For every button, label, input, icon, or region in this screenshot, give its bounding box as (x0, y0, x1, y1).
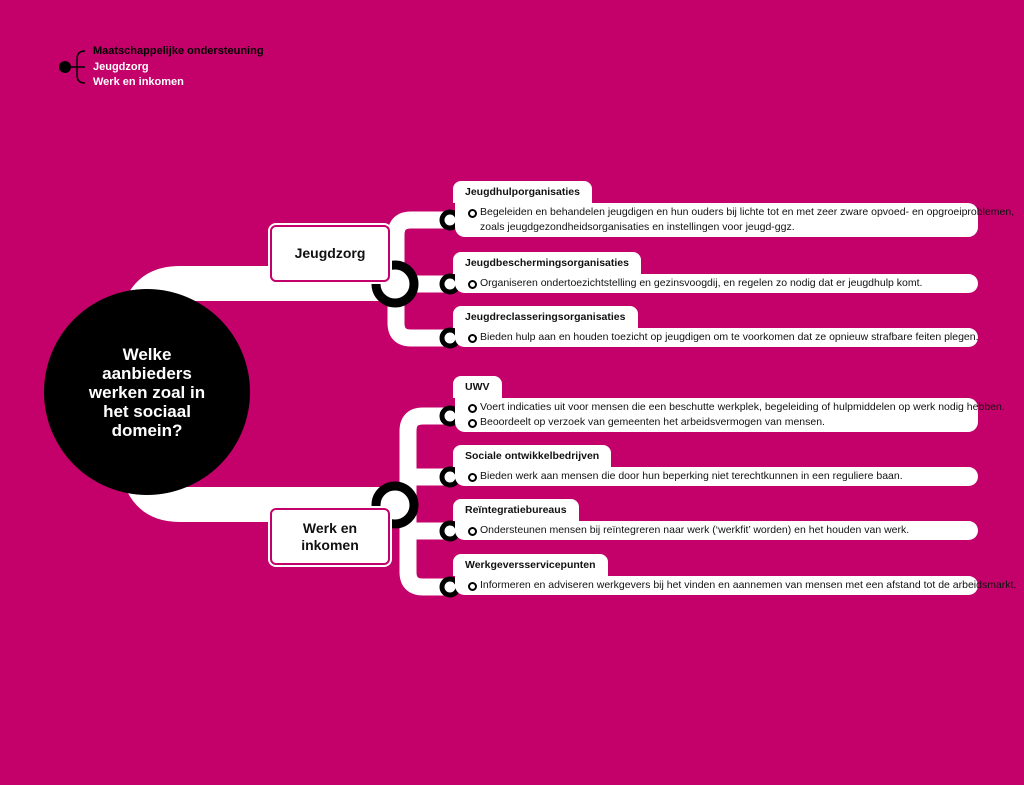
description-line: Bieden werk aan mensen die door hun bepe… (480, 470, 903, 482)
bullet-icon (468, 404, 477, 413)
nav-item-jeugdzorg[interactable]: Jeugdzorg (93, 60, 149, 73)
provider-title: Reïntegratiebureaus (453, 499, 579, 521)
nav-item-werk-en-inkomen[interactable]: Werk en inkomen (93, 76, 184, 88)
section-nav: Maatschappelijke ondersteuning Jeugdzorg… (93, 44, 264, 91)
central-question: Welke aanbieders werken zoal in het soci… (88, 344, 206, 440)
bullet-icon (468, 209, 477, 218)
bullet-icon (468, 582, 477, 591)
category-label: Werk en inkomen (301, 519, 359, 553)
bullet-icon (468, 280, 477, 289)
description-line: Voert indicaties uit voor mensen die een… (480, 401, 1005, 413)
provider-description: Begeleiden en behandelen jeugdigen en hu… (455, 203, 1014, 237)
provider-title: Jeugdreclasseringsorganisaties (453, 306, 638, 328)
description-line: Begeleiden en behandelen jeugdigen en hu… (480, 206, 1015, 218)
provider-title: Werkgeversservicepunten (453, 554, 608, 576)
nav-item-maatschappelijke-ondersteuning[interactable]: Maatschappelijke ondersteuning (93, 45, 264, 57)
description-line: Organiseren ondertoezichtstelling en gez… (480, 277, 923, 289)
category-label: Jeugdzorg (294, 245, 366, 261)
description-line: Informeren en adviseren werkgevers bij h… (480, 579, 1017, 591)
central-question-node: Welke aanbieders werken zoal in het soci… (44, 289, 250, 495)
bullet-icon (468, 419, 477, 428)
provider-description: Bieden werk aan mensen die door hun bepe… (455, 467, 978, 486)
provider-title: Sociale ontwikkelbedrijven (453, 445, 612, 467)
bullet-icon (468, 334, 477, 343)
provider-description: Voert indicaties uit voor mensen die een… (455, 398, 1005, 432)
bullet-icon (468, 527, 477, 536)
description-line: zoals jeugdgezondheidsorganisaties en in… (480, 221, 795, 233)
description-line: Beoordeelt op verzoek van gemeenten het … (480, 416, 825, 428)
provider-description: Organiseren ondertoezichtstelling en gez… (455, 274, 978, 293)
provider-title: UWV (453, 376, 502, 398)
description-line: Bieden hulp aan en houden toezicht op je… (480, 331, 979, 343)
nav-bracket (71, 50, 86, 84)
provider-title: Jeugdhulporganisaties (453, 181, 592, 203)
nav-dot-icon (59, 61, 71, 73)
category-jeugdzorg: Jeugdzorg (270, 225, 390, 282)
provider-title: Jeugdbeschermingsorganisaties (453, 252, 641, 274)
provider-description: Ondersteunen mensen bij reïntegreren naa… (455, 521, 978, 540)
provider-description: Informeren en adviseren werkgevers bij h… (455, 576, 1016, 595)
bullet-icon (468, 473, 477, 482)
description-line: Ondersteunen mensen bij reïntegreren naa… (480, 524, 910, 536)
provider-description: Bieden hulp aan en houden toezicht op je… (455, 328, 979, 347)
category-werk-en-inkomen: Werk en inkomen (270, 508, 390, 565)
